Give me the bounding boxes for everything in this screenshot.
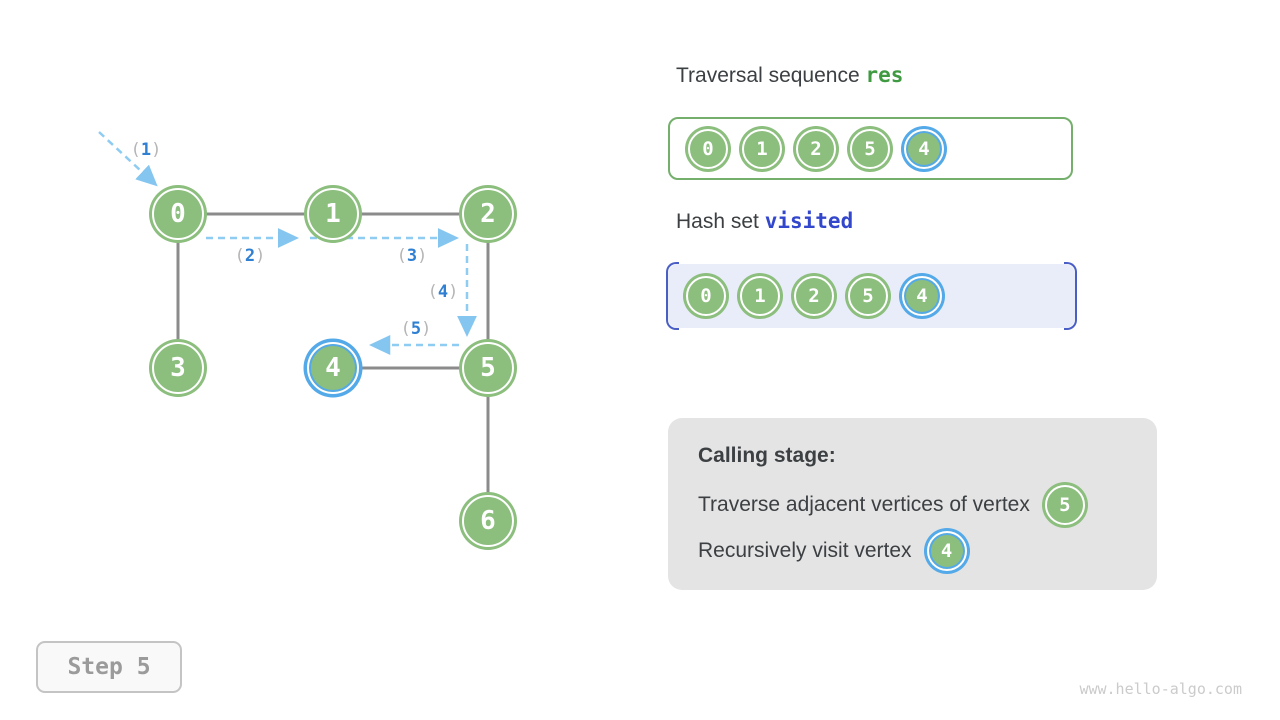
visited-code-label: visited xyxy=(764,209,854,233)
hash-set-left-bracket xyxy=(666,262,679,330)
res-item-2: 2 xyxy=(796,128,836,169)
calling-stage-node-5: 5 xyxy=(1044,485,1085,525)
graph-node-4-highlighted: 4 xyxy=(307,342,359,394)
visited-item-2: 2 xyxy=(794,276,834,316)
traversal-sequence-title: Traversal sequence res xyxy=(676,63,903,88)
calling-stage-node-4-highlighted: 4 xyxy=(926,531,967,571)
hash-set-right-bracket xyxy=(1064,262,1077,330)
visited-item-0: 0 xyxy=(686,276,726,316)
graph-node-2: 2 xyxy=(462,188,514,240)
graph-node-5: 5 xyxy=(462,342,514,394)
calling-stage-title: Calling stage: xyxy=(698,444,836,467)
res-item-1: 1 xyxy=(742,128,782,169)
graph-node-0: 0 xyxy=(152,188,204,240)
hash-set-title-text: Hash set xyxy=(676,210,765,233)
visited-item-1: 1 xyxy=(740,276,780,316)
calling-stage-line-2-text: Recursively visit vertex xyxy=(698,539,912,562)
res-item-4-highlighted: 4 xyxy=(904,128,944,169)
calling-stage-line-2: Recursively visit vertex 4 xyxy=(698,528,967,574)
hash-set-box: 0 1 2 5 4 xyxy=(666,262,1077,330)
res-code-label: res xyxy=(865,63,904,87)
hash-set-title: Hash set visited xyxy=(676,209,853,234)
step-badge: Step 5 xyxy=(36,641,182,693)
order-label-4: (4) xyxy=(428,282,459,302)
visited-item-3: 5 xyxy=(848,276,888,316)
calling-stage-box: Calling stage: Traverse adjacent vertice… xyxy=(668,418,1157,590)
res-item-3: 5 xyxy=(850,128,890,169)
watermark: www.hello-algo.com xyxy=(1079,680,1242,698)
order-label-1: (1) xyxy=(131,140,162,160)
visited-item-4-highlighted: 4 xyxy=(902,276,942,316)
res-item-0: 0 xyxy=(688,128,728,169)
traversal-arrows xyxy=(98,131,477,355)
order-label-2: (2) xyxy=(235,246,266,266)
order-label-3: (3) xyxy=(397,246,428,266)
calling-stage-line-1: Traverse adjacent vertices of vertex 5 xyxy=(698,482,1085,528)
order-label-5: (5) xyxy=(401,319,432,339)
calling-stage-line-1-text: Traverse adjacent vertices of vertex xyxy=(698,493,1030,516)
traversal-arrow-1 xyxy=(98,131,158,187)
traversal-sequence-box: 0 1 2 5 4 xyxy=(668,117,1073,180)
graph-node-3: 3 xyxy=(152,342,204,394)
traversal-sequence-title-text: Traversal sequence xyxy=(676,64,866,87)
graph-node-1: 1 xyxy=(307,188,359,240)
graph-node-6: 6 xyxy=(462,495,514,547)
